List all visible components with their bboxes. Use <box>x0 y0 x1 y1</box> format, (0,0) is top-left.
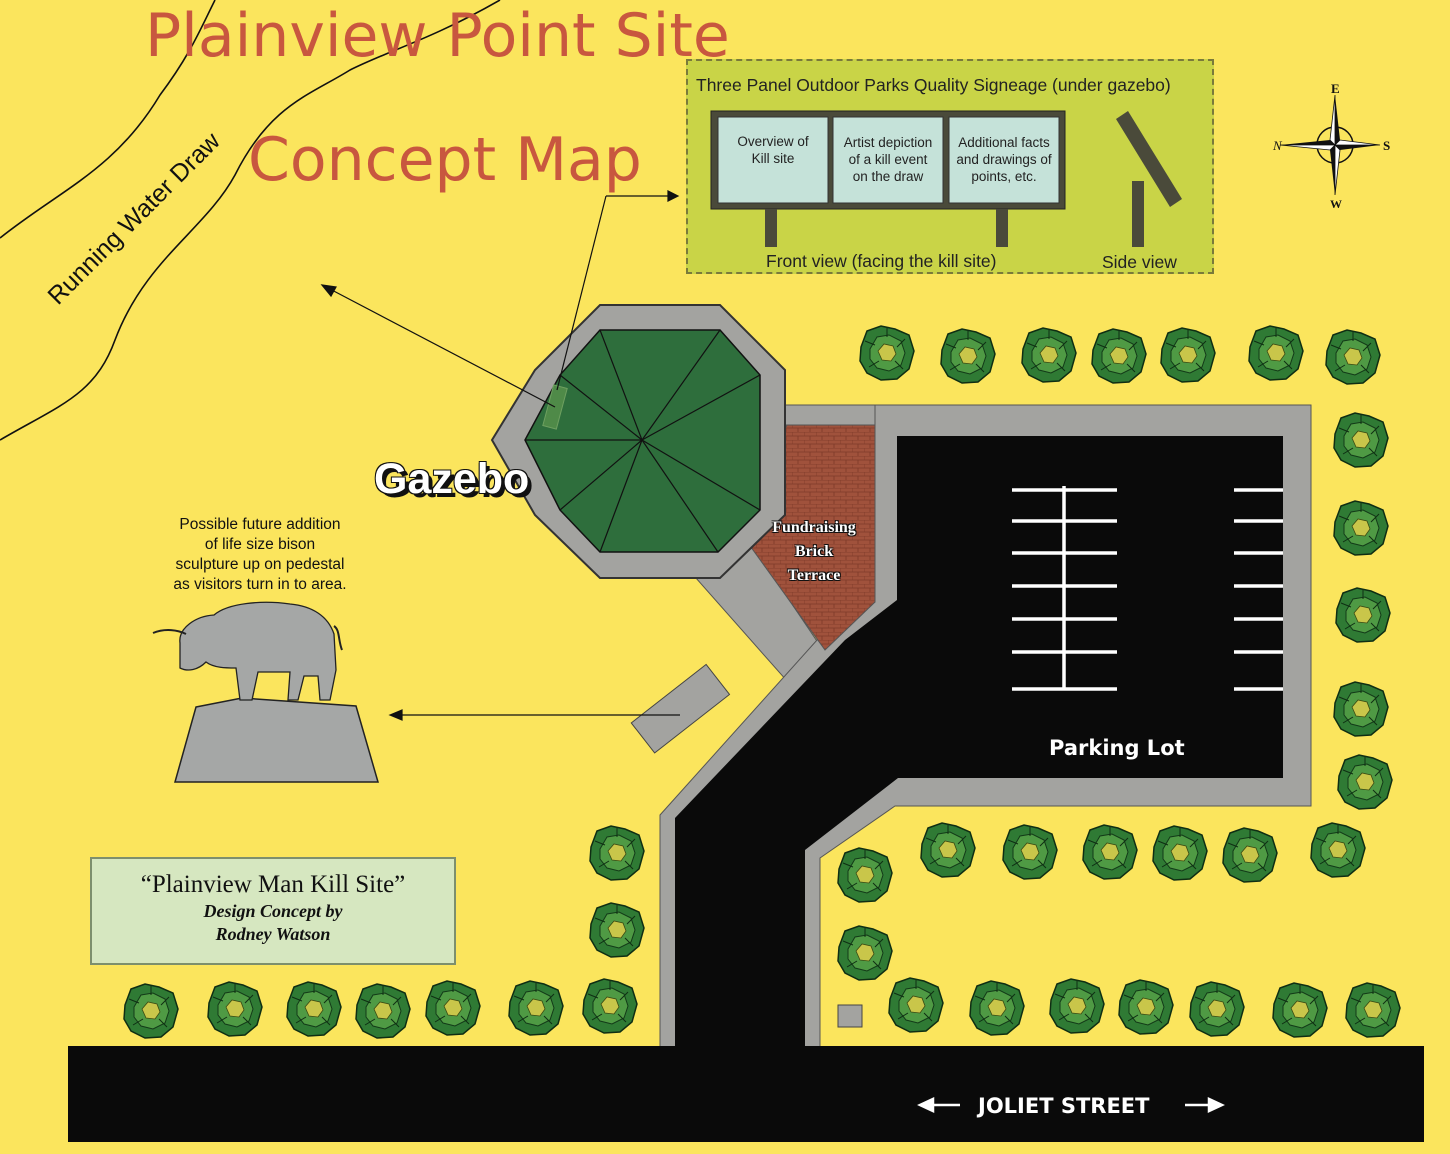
gazebo-label: Gazebo <box>374 455 530 503</box>
street-label: JOLIET STREET <box>978 1094 1150 1118</box>
bison-note-line-3: sculpture up on pedestal <box>175 556 345 573</box>
bison-note-line-4: as visitors turn in to area. <box>173 576 347 593</box>
credit-line-1: Design Concept by <box>203 901 343 921</box>
signage-drawing <box>710 110 1182 247</box>
credit-title: “Plainview Man Kill Site” <box>140 871 406 898</box>
bison-sculpture <box>152 601 379 783</box>
bison-note: Possible future addition of life size bi… <box>140 515 380 595</box>
river-label: Running Water Draw <box>42 126 226 310</box>
running-water-draw <box>0 0 501 441</box>
credit-box: “Plainview Man Kill Site” Design Concept… <box>90 857 456 965</box>
signage-side-view-label: Side view <box>1102 252 1177 272</box>
compass-south: S <box>1383 138 1390 153</box>
pointer-arrows <box>320 190 680 721</box>
compass-west: W <box>1330 197 1342 211</box>
signage-panel-1: Overview of Kill site <box>718 133 828 167</box>
signage-panel-2-text: Artist depiction of a kill event on the … <box>843 135 933 184</box>
small-pad <box>837 1004 863 1028</box>
terrace-label-line-2: Brick <box>794 543 834 560</box>
signage-front-view-label: Front view (facing the kill site) <box>766 251 997 271</box>
terrace-label-line-3: Terrace <box>787 567 841 584</box>
street-arrows <box>917 1097 1225 1113</box>
bison-pad <box>630 663 731 754</box>
signage-panel-1-text: Overview of Kill site <box>737 134 809 166</box>
map-subtitle: Concept Map <box>248 125 642 195</box>
credit-line-2: Rodney Watson <box>215 924 331 944</box>
joliet-street <box>68 1046 1424 1142</box>
signage-panel-2: Artist depiction of a kill event on the … <box>833 134 943 185</box>
parking-stripes <box>1012 486 1283 691</box>
parking-lot-label: Parking Lot <box>1049 736 1185 760</box>
compass-east: E <box>1331 81 1340 96</box>
terrace-label-line-1: Fundraising <box>772 519 856 536</box>
asphalt-driveway-and-lot <box>675 436 1283 1050</box>
map-title: Plainview Point Site <box>145 1 730 71</box>
signage-heading: Three Panel Outdoor Parks Quality Signea… <box>696 75 1171 95</box>
bison-note-line-2: of life size bison <box>204 536 316 553</box>
gazebo <box>490 304 786 579</box>
terrace-label: Fundraising Brick Terrace <box>752 516 876 588</box>
bison-note-line-1: Possible future addition <box>179 516 341 533</box>
signage-panel-3: Additional facts and drawings of points,… <box>949 134 1059 185</box>
signage-callout: Three Panel Outdoor Parks Quality Signea… <box>686 59 1214 274</box>
compass-rose: E S W N <box>1272 81 1390 211</box>
compass-north: N <box>1272 138 1283 153</box>
signage-panel-3-text: Additional facts and drawings of points,… <box>956 135 1052 184</box>
